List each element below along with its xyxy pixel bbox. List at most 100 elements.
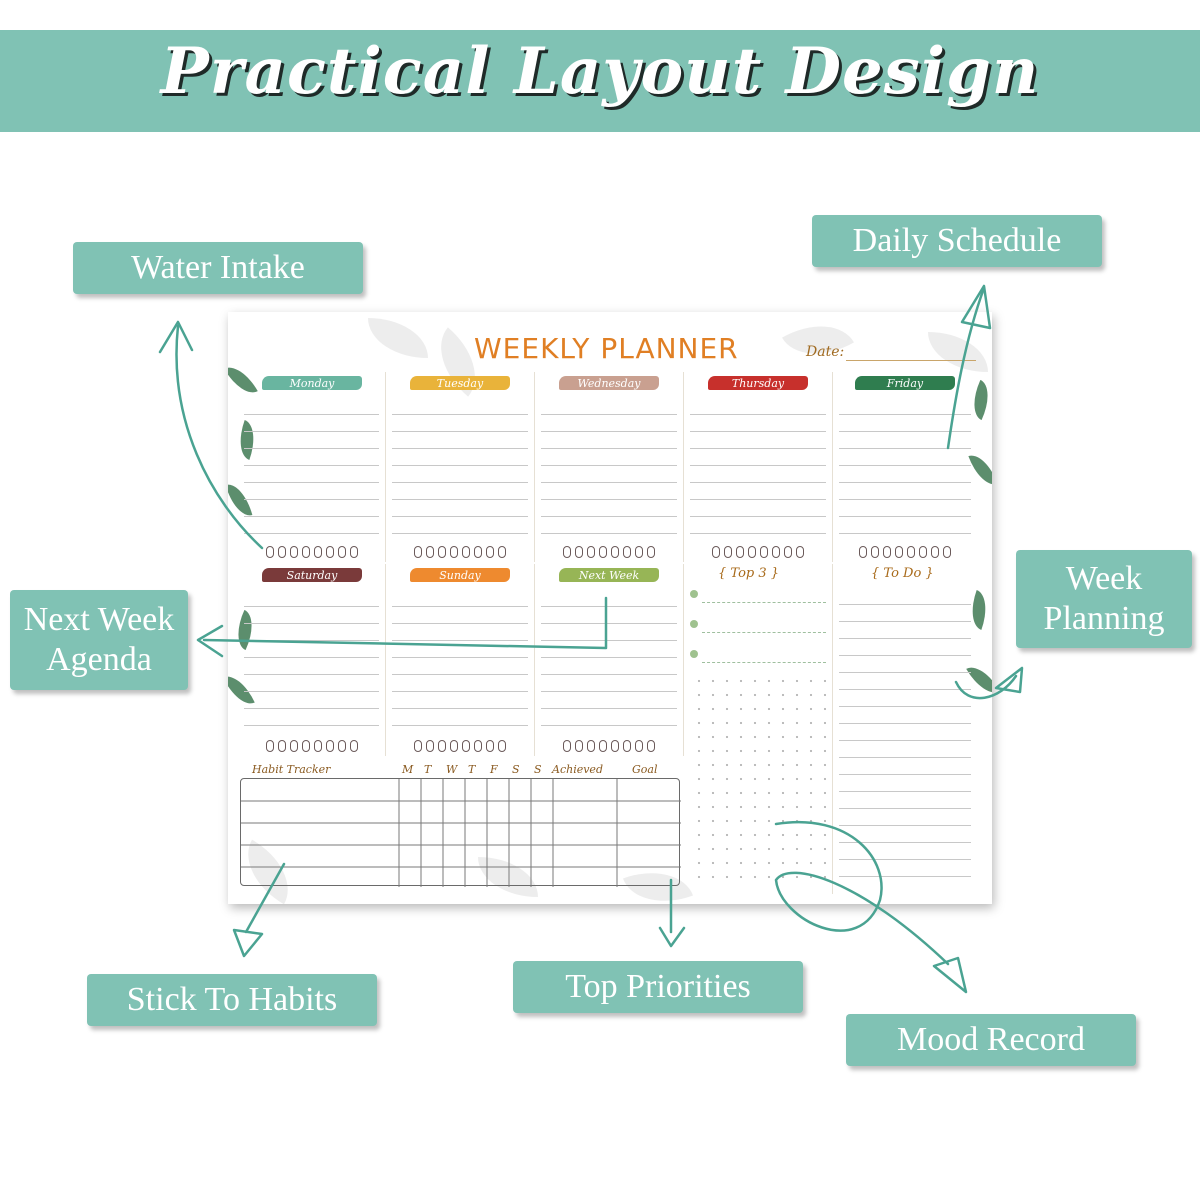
background-leaf (782, 312, 854, 373)
water-glass-icon (907, 546, 915, 558)
water-glass-icon (289, 546, 298, 558)
day-column-friday: Friday (833, 372, 977, 562)
water-intake-tracker (535, 740, 683, 754)
water-glass-icon (760, 546, 768, 558)
arrow-week-planning-head (994, 666, 1024, 694)
writing-lines (392, 398, 528, 546)
water-glass-icon (325, 740, 334, 752)
day-label-friday: Friday (855, 376, 955, 390)
water-glass-icon (647, 546, 655, 558)
day-label-thursday: Thursday (708, 376, 808, 390)
water-glass-icon (635, 740, 643, 752)
water-glass-icon (313, 546, 322, 558)
water-glass-icon (724, 546, 732, 558)
water-glass-icon (486, 546, 494, 558)
habit-day-f: F (490, 763, 498, 776)
water-glass-icon (736, 546, 744, 558)
water-glass-icon (462, 740, 470, 752)
water-glass-icon (575, 740, 583, 752)
water-glass-icon (599, 546, 607, 558)
water-glass-icon (426, 546, 434, 558)
water-glass-icon (796, 546, 804, 558)
water-glass-icon (611, 740, 619, 752)
day-column-saturday: Saturday (238, 564, 386, 756)
water-glass-icon (883, 546, 891, 558)
day-label-tuesday: Tuesday (410, 376, 510, 390)
todo-section: { To Do } (833, 564, 977, 894)
water-glass-icon (575, 546, 583, 558)
water-glass-icon (563, 740, 571, 752)
water-glass-icon (337, 546, 346, 558)
water-intake-tracker (386, 546, 534, 560)
priority-bullet-icon (690, 650, 698, 658)
water-glass-icon (712, 546, 720, 558)
water-glass-icon (635, 546, 643, 558)
day-label-sunday: Sunday (410, 568, 510, 582)
habit-day-s2: S (534, 763, 542, 776)
callout-mood-record: Mood Record (846, 1014, 1136, 1066)
water-glass-icon (414, 546, 422, 558)
habit-goal-header: Goal (632, 763, 658, 776)
water-glass-icon (474, 740, 482, 752)
water-intake-tracker (535, 546, 683, 560)
day-column-tuesday: Tuesday (386, 372, 535, 562)
callout-next-week-agenda: Next Week Agenda (10, 590, 188, 690)
writing-lines (541, 590, 677, 738)
habit-day-t: T (424, 763, 432, 776)
water-glass-icon (871, 546, 879, 558)
water-glass-icon (474, 546, 482, 558)
water-glass-icon (748, 546, 756, 558)
water-glass-icon (414, 740, 422, 752)
water-glass-icon (931, 546, 939, 558)
day-label-next-week: Next Week (559, 568, 659, 582)
water-glass-icon (599, 740, 607, 752)
mood-dot-grid (692, 674, 826, 886)
habit-grid (241, 779, 681, 887)
water-glass-icon (623, 740, 631, 752)
water-glass-icon (498, 546, 506, 558)
day-column-sunday: Sunday (386, 564, 535, 756)
water-glass-icon (349, 546, 358, 558)
water-intake-tracker (386, 740, 534, 754)
day-column-monday: Monday (238, 372, 386, 562)
top3-label: { Top 3 } (718, 566, 780, 581)
writing-lines (541, 398, 677, 546)
water-glass-icon (337, 740, 346, 752)
water-glass-icon (859, 546, 867, 558)
callout-week-planning: Week Planning (1016, 550, 1192, 648)
water-glass-icon (265, 546, 274, 558)
water-glass-icon (486, 740, 494, 752)
day-column-thursday: Thursday (684, 372, 833, 562)
water-glass-icon (943, 546, 951, 558)
writing-lines (839, 398, 971, 546)
priority-bullet-icon (690, 620, 698, 628)
water-glass-icon (438, 740, 446, 752)
callout-top-priorities: Top Priorities (513, 961, 803, 1013)
water-glass-icon (919, 546, 927, 558)
water-glass-icon (563, 546, 571, 558)
water-glass-icon (462, 546, 470, 558)
banner (0, 30, 1200, 132)
water-glass-icon (438, 546, 446, 558)
callout-daily-schedule: Daily Schedule (812, 215, 1102, 267)
habit-day-m: M (402, 763, 414, 776)
arrow-mood-record-head (932, 956, 968, 994)
water-glass-icon (498, 740, 506, 752)
day-label-monday: Monday (262, 376, 362, 390)
todo-lines (839, 588, 971, 878)
weekly-planner-sheet: WEEKLY PLANNER Date: Monday Tuesday Wedn… (228, 312, 992, 904)
water-intake-tracker (238, 546, 385, 560)
water-glass-icon (623, 546, 631, 558)
habit-achieved-header: Achieved (552, 763, 603, 776)
writing-lines (690, 398, 826, 546)
water-intake-tracker (833, 546, 977, 560)
priority-line (702, 632, 826, 633)
planner-title: WEEKLY PLANNER (474, 332, 739, 365)
water-glass-icon (647, 740, 655, 752)
day-column-wednesday: Wednesday (535, 372, 684, 562)
writing-lines (392, 590, 528, 738)
callout-stick-to-habits: Stick To Habits (87, 974, 377, 1026)
date-line (846, 360, 976, 361)
day-label-wednesday: Wednesday (559, 376, 659, 390)
background-leaf (368, 318, 428, 358)
